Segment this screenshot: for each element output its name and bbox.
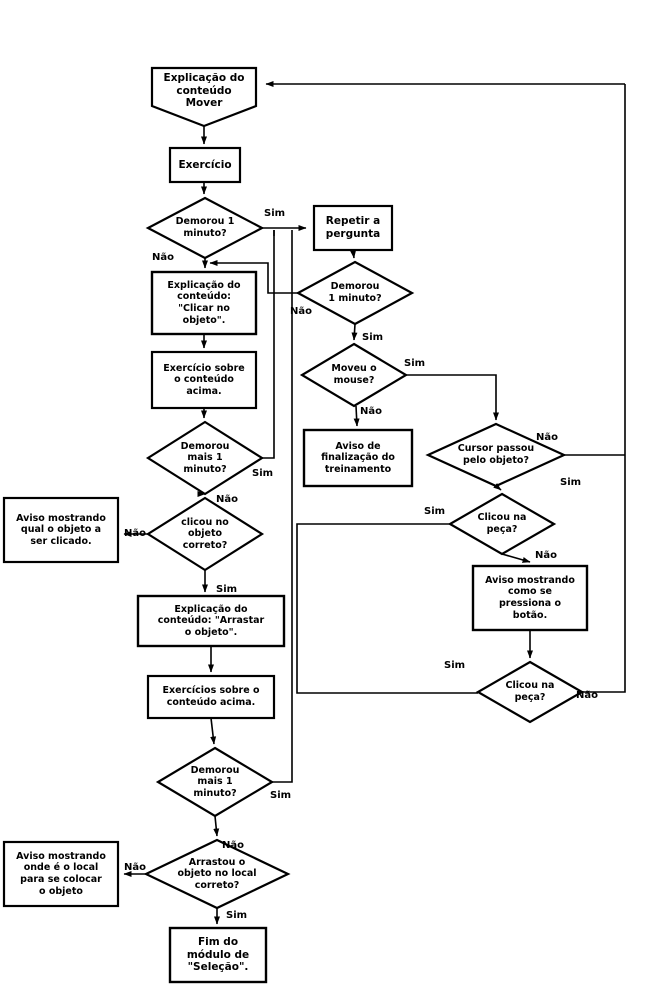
edge-cursor-sim-to-clicoupeca1 xyxy=(493,482,502,491)
edge-moveu-nao-to-aviso-final xyxy=(353,405,360,427)
shape-demorou-mais1-b[interactable] xyxy=(155,746,275,818)
shape-fim-modulo[interactable] xyxy=(168,926,268,984)
shape-demorou1[interactable] xyxy=(145,196,265,260)
edge-exercicios-to-demorou-b xyxy=(210,717,217,745)
shape-repetir[interactable] xyxy=(312,204,394,252)
shape-explicacao-mover[interactable] xyxy=(150,66,258,128)
shape-clicou-peca-1[interactable] xyxy=(447,492,557,556)
edge-clicoupeca-sim-left xyxy=(296,523,478,694)
edge-demorou1dir-nao-loopback xyxy=(209,259,298,294)
edge-repetir-to-demorou1dir xyxy=(350,249,357,259)
edge-demorou1dir-sim-to-moveu xyxy=(351,323,358,341)
shape-moveu-mouse[interactable] xyxy=(299,342,409,408)
shape-aviso-local[interactable] xyxy=(2,840,120,908)
edge-connectors xyxy=(123,80,626,925)
shape-demorou1-dir[interactable] xyxy=(295,260,415,326)
shape-demorou-mais1-a[interactable] xyxy=(145,420,265,496)
shape-cursor-passou[interactable] xyxy=(425,422,567,488)
shape-exercicios-conteudo[interactable] xyxy=(146,674,276,720)
node-shapes xyxy=(2,66,589,984)
shape-clicou-peca-2[interactable] xyxy=(475,660,585,724)
shape-exercicio-conteudo[interactable] xyxy=(150,350,258,410)
edge-clicoupeca2-nao-right xyxy=(582,84,626,693)
edge-clicoupeca1-nao-to-aviso-press xyxy=(501,553,531,563)
shape-aviso-finalizacao[interactable] xyxy=(302,428,414,488)
edge-moveu-sim-to-cursor xyxy=(406,374,499,421)
shape-explicacao-clicar[interactable] xyxy=(150,270,258,336)
edge-demorou-b-sim-loopback xyxy=(272,230,293,783)
edge-demorou-b-nao-to-arrastou xyxy=(213,815,220,837)
shape-clicou-objeto-correto[interactable] xyxy=(145,496,265,572)
shape-explicacao-arrastar[interactable] xyxy=(136,594,286,648)
shape-arrastou-local[interactable] xyxy=(143,838,291,910)
shape-aviso-pressiona[interactable] xyxy=(471,564,589,632)
shape-aviso-qual-objeto[interactable] xyxy=(2,496,120,564)
shape-exercicio[interactable] xyxy=(168,146,242,184)
